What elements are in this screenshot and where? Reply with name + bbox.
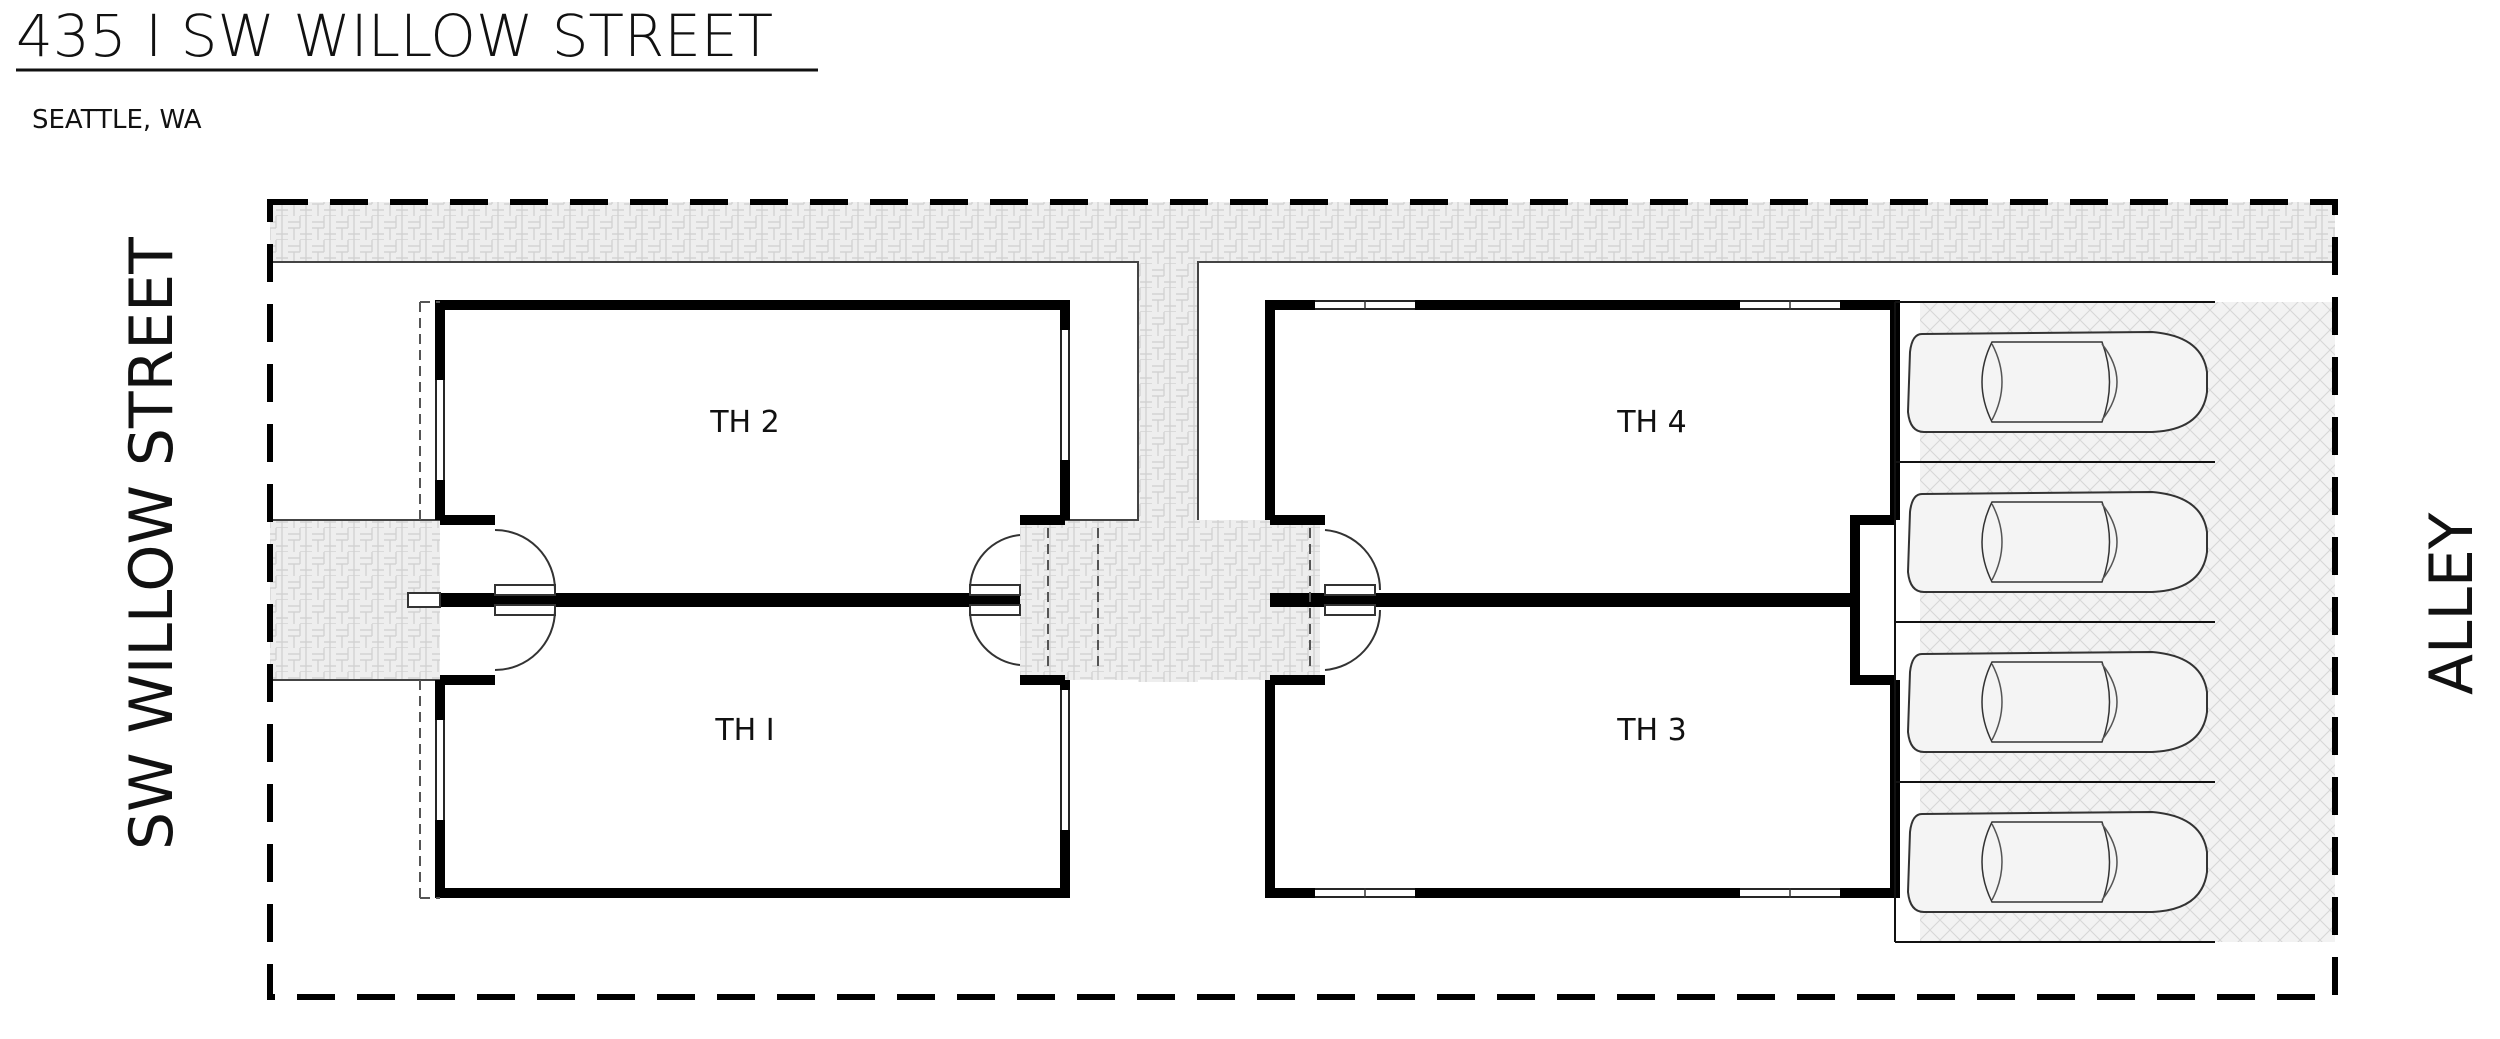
parking-area <box>1894 301 2215 943</box>
property-line <box>267 199 2338 1000</box>
unit-label-th4: TH 4 <box>1616 405 1687 440</box>
project-title: 435 I SW WILLOW STREET <box>16 2 773 70</box>
building-west <box>407 300 1099 899</box>
unit-label-th3: TH 3 <box>1616 713 1687 748</box>
car-1 <box>1906 330 2208 433</box>
project-location: SEATTLE, WA <box>32 105 202 135</box>
parked-cars <box>1906 330 2208 913</box>
unit-label-th1: TH I <box>714 713 774 748</box>
car-2 <box>1906 490 2208 593</box>
unit-label-th2: TH 2 <box>709 405 780 440</box>
walkway-edges <box>270 261 2335 681</box>
building-east <box>1265 300 1900 898</box>
car-4 <box>1906 810 2208 913</box>
alley-label: ALLEY <box>2417 512 2487 695</box>
car-3 <box>1906 650 2208 753</box>
street-label-left: SW WILLOW STREET <box>117 237 187 850</box>
